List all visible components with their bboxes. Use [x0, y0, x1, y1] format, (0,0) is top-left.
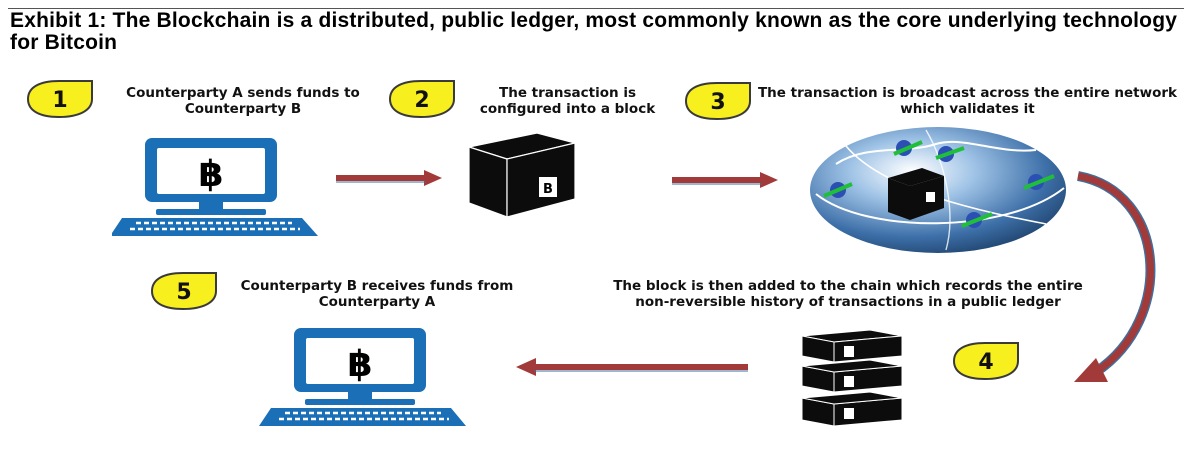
step-2-badge: 2 — [384, 78, 458, 120]
step-5-number: 5 — [176, 280, 191, 305]
block-mark-icon: B — [543, 182, 553, 197]
counterparty-b-computer-icon: ฿ — [258, 326, 478, 428]
bitcoin-symbol-icon: ฿ — [347, 344, 372, 385]
counterparty-a-computer-icon: ฿ — [112, 136, 332, 238]
step-3-number: 3 — [710, 90, 725, 115]
step-1-text: Counterparty A sends funds to Counterpar… — [126, 85, 360, 117]
block-cube-icon: B — [467, 125, 579, 221]
arrow-block-to-network-icon — [672, 170, 782, 190]
step-4-number: 4 — [978, 350, 993, 375]
bitcoin-symbol-icon: ฿ — [198, 154, 223, 195]
step-5-badge: 5 — [146, 270, 220, 312]
step-3-text: The transaction is broadcast across the … — [757, 85, 1178, 117]
step-3-badge: 3 — [680, 80, 754, 122]
exhibit-title: Exhibit 1: The Blockchain is a distribut… — [10, 9, 1178, 54]
step-1-badge: 1 — [22, 78, 96, 120]
step-2-number: 2 — [414, 88, 429, 113]
step-4-badge: 4 — [948, 340, 1022, 382]
arrow-network-to-chain-icon — [1068, 168, 1178, 388]
step-5-text: Counterparty B receives funds from Count… — [240, 278, 514, 310]
step-4-text: The block is then added to the chain whi… — [613, 278, 1083, 310]
arrow-a-to-block-icon — [336, 168, 446, 188]
step-1-number: 1 — [52, 88, 67, 113]
arrow-chain-to-b-icon — [514, 356, 750, 378]
step-2-text: The transaction is configured into a blo… — [479, 85, 656, 117]
blockchain-stack-icon — [798, 328, 906, 430]
title-rule — [8, 8, 1184, 9]
network-globe-icon — [806, 124, 1086, 256]
